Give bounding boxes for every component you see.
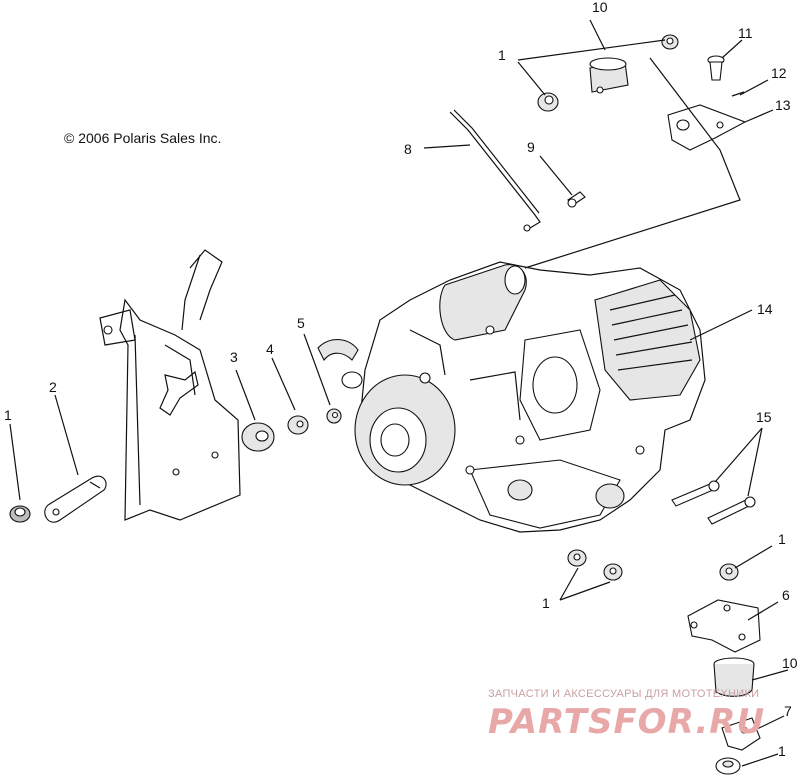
nut-part-1-top — [537, 34, 679, 112]
callout-7: 7 — [784, 703, 792, 719]
copyright-notice: © 2006 Polaris Sales Inc. — [64, 130, 222, 146]
callout-2: 2 — [49, 379, 57, 395]
watermark: ЗАПЧАСТИ И АКСЕССУАРЫ ДЛЯ МОТОТЕХНИКИ PA… — [488, 688, 788, 742]
callout-10: 10 — [592, 0, 608, 15]
callout-9: 9 — [527, 139, 535, 155]
frame-bracket — [99, 249, 241, 521]
callout-4: 4 — [266, 341, 274, 357]
watermark-logo: PARTSFOR.RU — [488, 702, 766, 742]
callout-12: 12 — [771, 65, 787, 81]
bolt-part-11 — [707, 55, 725, 81]
plate-part-7 — [721, 717, 761, 751]
callout-5: 5 — [297, 315, 305, 331]
bolt-part-9 — [567, 191, 586, 208]
callout-10: 10 — [782, 655, 798, 671]
callout-6: 6 — [782, 587, 790, 603]
bolts-part-15 — [671, 480, 756, 525]
bracket-part-13 — [667, 104, 747, 151]
callout-13: 13 — [775, 97, 791, 113]
callout-14: 14 — [757, 301, 773, 317]
engine-part-14 — [354, 261, 706, 533]
callout-8: 8 — [404, 141, 412, 157]
bushing-part-3 — [241, 422, 275, 452]
nuts-part-1-bottom — [567, 549, 739, 581]
callout-1: 1 — [498, 47, 506, 63]
damper-part-10-bottom — [713, 657, 755, 697]
bracket-part-6 — [687, 599, 761, 653]
nut-part-5 — [326, 408, 342, 424]
callout-1: 1 — [778, 531, 786, 547]
callout-1: 1 — [4, 407, 12, 423]
callout-1: 1 — [778, 743, 786, 759]
callout-1: 1 — [542, 595, 550, 611]
leader-lines — [9, 19, 789, 767]
damper-part-10-top — [589, 57, 629, 94]
rod-part-8 — [449, 109, 541, 232]
washer-part-4 — [287, 415, 309, 435]
strap-part-2 — [44, 475, 107, 523]
nut-part-1-bottom-single — [715, 757, 741, 775]
watermark-tagline: ЗАПЧАСТИ И АКСЕССУАРЫ ДЛЯ МОТОТЕХНИКИ — [488, 688, 760, 700]
pin-part-12 — [731, 91, 745, 97]
exhaust-bend — [317, 339, 363, 389]
callout-3: 3 — [230, 349, 238, 365]
nut-part-1-left — [9, 505, 31, 523]
callout-11: 11 — [738, 25, 753, 41]
callout-15: 15 — [756, 409, 772, 425]
